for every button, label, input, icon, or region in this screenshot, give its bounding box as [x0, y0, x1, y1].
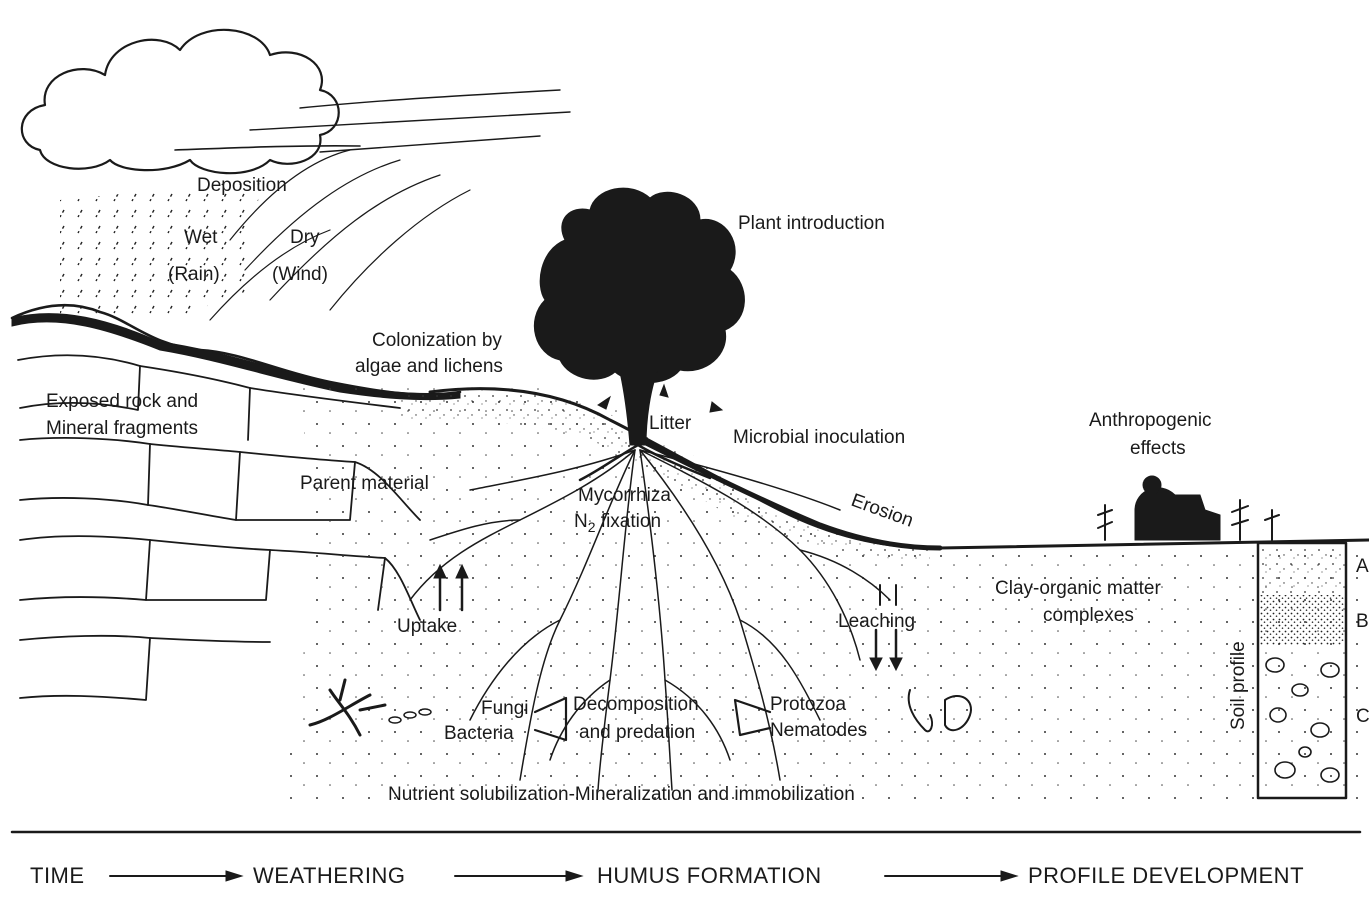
label-decomposition-line1: Decomposition [573, 694, 699, 715]
label-nematodes: Nematodes [770, 720, 867, 741]
timeline-arrow-1 [226, 871, 242, 881]
label-wind: (Wind) [272, 264, 328, 285]
label-clay-organic-line2: complexes [1043, 605, 1134, 626]
cloud-illustration [22, 30, 360, 173]
label-plant-introduction: Plant introduction [738, 213, 885, 234]
label-rain: (Rain) [168, 264, 220, 285]
label-mycorrhiza: Mycorrhiza [578, 485, 671, 506]
label-colonization-line1: Colonization by [372, 330, 502, 351]
farm-scene [1098, 476, 1279, 540]
label-horizon-a: A [1356, 556, 1369, 577]
label-parent-material: Parent material [300, 473, 429, 494]
label-exposed-rock-line2: Mineral fragments [46, 418, 198, 439]
label-nutrient-cycle: Nutrient solubilization-Mineralization a… [388, 784, 855, 805]
label-horizon-c: C [1356, 706, 1369, 727]
label-clay-organic-line1: Clay-organic matter [995, 578, 1161, 599]
label-microbial-inoculation: Microbial inoculation [733, 427, 905, 448]
wind-lines [210, 90, 570, 320]
label-decomposition-line2: and predation [579, 722, 695, 743]
label-exposed-rock-line1: Exposed rock and [46, 391, 198, 412]
timeline-stage-weathering: WEATHERING [253, 863, 405, 888]
label-erosion: Erosion [848, 490, 916, 532]
timeline: TIME WEATHERING HUMUS FORMATION PROFILE … [12, 832, 1360, 888]
label-fungi: Fungi [481, 698, 529, 719]
timeline-arrow-2 [566, 871, 582, 881]
label-uptake: Uptake [397, 616, 457, 637]
timeline-arrow-3 [1001, 871, 1017, 881]
label-horizon-b: B [1356, 611, 1369, 632]
label-n2-fixation: N2 fixation [574, 511, 661, 535]
timeline-stage-humus: HUMUS FORMATION [597, 863, 822, 888]
label-deposition: Deposition [197, 175, 287, 196]
label-litter: Litter [649, 413, 692, 434]
label-colonization-line2: algae and lichens [355, 356, 503, 377]
timeline-stage-profile: PROFILE DEVELOPMENT [1028, 863, 1304, 888]
label-wet: Wet [184, 227, 218, 248]
label-dry: Dry [290, 227, 320, 248]
timeline-stage-time: TIME [30, 863, 85, 888]
label-anthropogenic-line1: Anthropogenic [1089, 410, 1212, 431]
label-bacteria: Bacteria [444, 723, 514, 744]
label-protozoa: Protozoa [770, 694, 846, 715]
label-anthropogenic-line2: effects [1130, 438, 1186, 459]
label-soil-profile: Soil profile [1228, 641, 1249, 730]
label-leaching: Leaching [838, 611, 915, 632]
